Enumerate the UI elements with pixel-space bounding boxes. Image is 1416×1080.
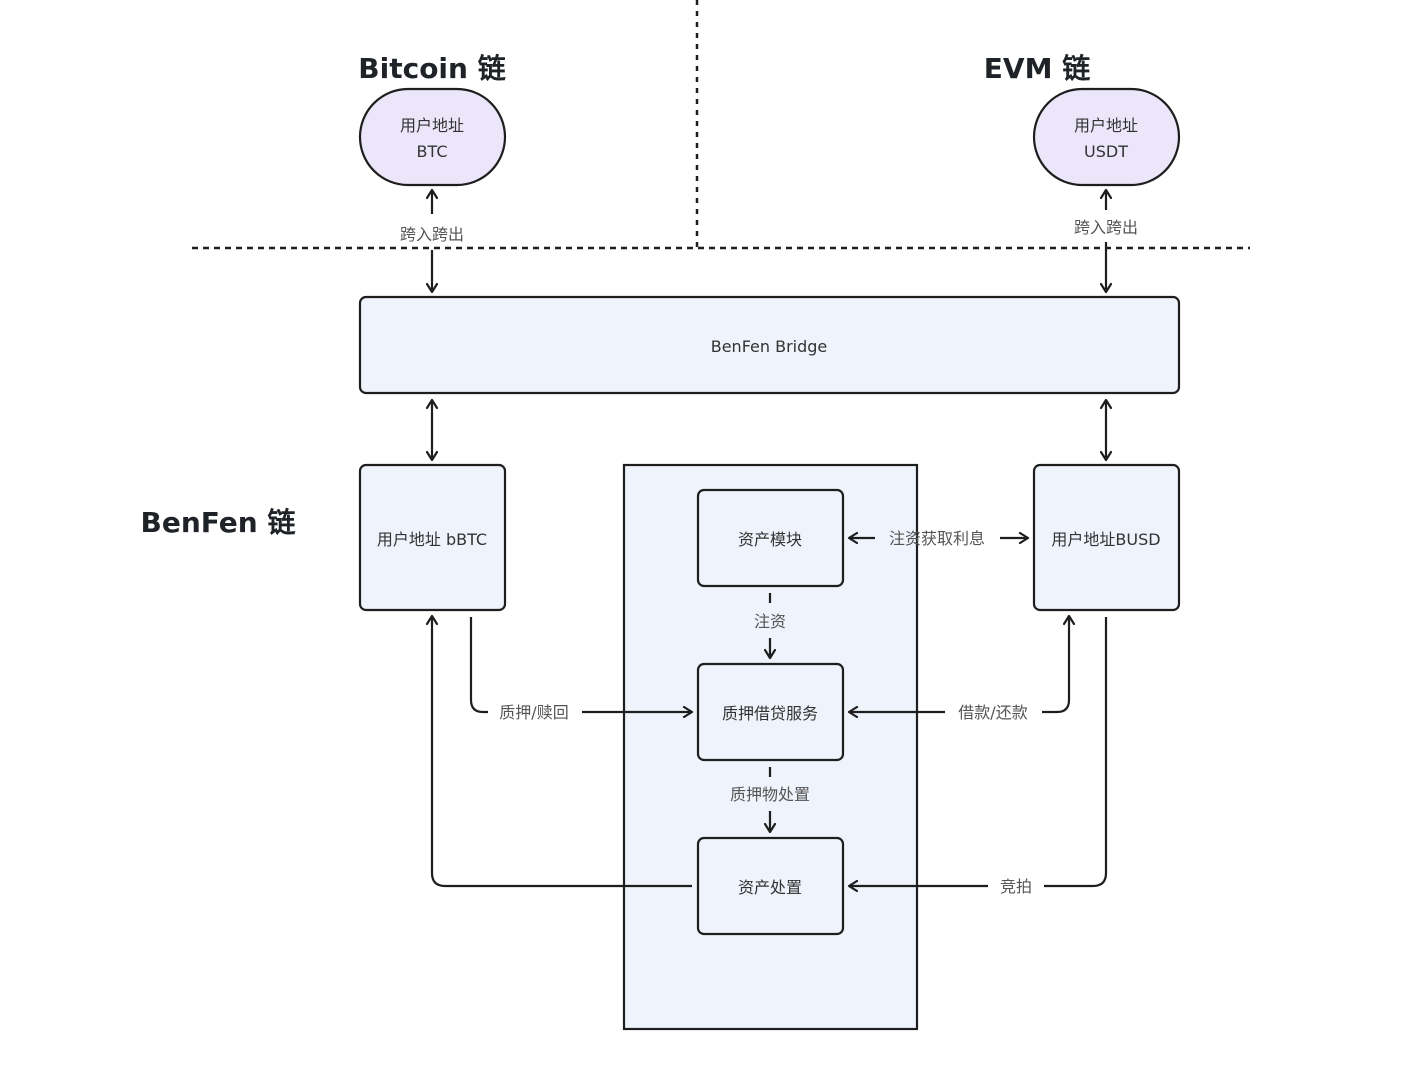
benfen-chain-title: BenFen 链 xyxy=(141,506,296,539)
pledge-redeem-path xyxy=(469,617,488,714)
usdt-user-line2: USDT xyxy=(1084,142,1128,161)
bitcoin-chain-title: Bitcoin 链 xyxy=(358,52,505,85)
bbtc-user-label: 用户地址 bBTC xyxy=(377,530,487,549)
usdt-user-line1: 用户地址 xyxy=(1074,116,1138,135)
pledge-redeem-label: 质押/赎回 xyxy=(499,703,568,722)
bbtc-user-node[interactable]: 用户地址 bBTC xyxy=(358,463,507,612)
inject-label: 注资 xyxy=(754,612,786,631)
btc-user-line2: BTC xyxy=(417,142,448,161)
auction-label: 竞拍 xyxy=(1000,877,1032,896)
lending-service-node[interactable]: 质押借贷服务 xyxy=(696,662,845,762)
usdt-cross-label: 跨入跨出 xyxy=(1074,218,1138,237)
btc-user-line1: 用户地址 xyxy=(400,116,464,135)
asset-module-label: 资产模块 xyxy=(738,530,802,549)
bridge-label: BenFen Bridge xyxy=(711,337,828,356)
busd-user-label: 用户地址BUSD xyxy=(1051,530,1160,549)
usdt-user-node[interactable]: 用户地址 USDT xyxy=(1032,87,1181,187)
asset-disposal-label: 资产处置 xyxy=(738,878,802,897)
asset-module-node[interactable]: 资产模块 xyxy=(696,488,845,588)
asset-disposal-node[interactable]: 资产处置 xyxy=(696,836,845,936)
btc-cross-label: 跨入跨出 xyxy=(400,225,464,244)
benfen-bridge-node[interactable]: BenFen Bridge xyxy=(358,295,1181,395)
collateral-disposal-label: 质押物处置 xyxy=(730,785,810,804)
inject-interest-label: 注资获取利息 xyxy=(889,529,985,548)
evm-chain-title: EVM 链 xyxy=(984,52,1090,85)
disposal-to-bbtc-path xyxy=(432,616,692,888)
borrow-repay-return-path xyxy=(1042,616,1069,714)
btc-user-node[interactable]: 用户地址 BTC xyxy=(358,87,507,187)
auction-path xyxy=(1044,617,1108,888)
lending-service-label: 质押借贷服务 xyxy=(722,704,818,723)
borrow-repay-label: 借款/还款 xyxy=(958,703,1027,722)
busd-user-node[interactable]: 用户地址BUSD xyxy=(1032,463,1181,612)
